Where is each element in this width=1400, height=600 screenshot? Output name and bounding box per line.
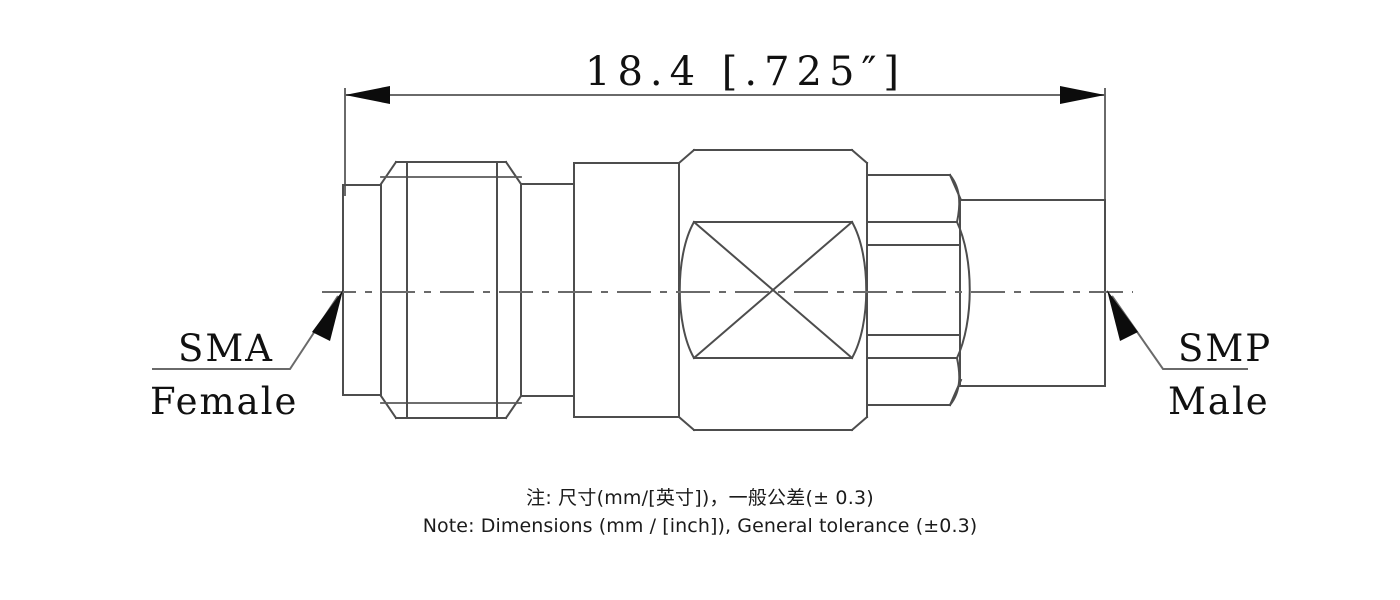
center-hex-bottom-chamfer-left — [677, 415, 696, 432]
smp-shoulder-arc-right — [955, 220, 971, 360]
dimension-arrow-left-icon — [345, 86, 390, 104]
smp-label-line1: SMP — [1178, 327, 1272, 370]
sma-nut-top-chamfer-right — [504, 160, 523, 186]
dimension-label: 18.4 [.725″] — [585, 49, 906, 95]
sma-female-callout: SMA Female — [150, 290, 343, 423]
sma-label-line1: SMA — [178, 327, 274, 370]
sma-nut-bottom-chamfer-right — [504, 394, 523, 420]
sma-leader-arrow-icon — [312, 290, 343, 341]
sma-nut-bottom-chamfer-left — [379, 394, 398, 420]
smp-male-callout: SMP Male — [1107, 290, 1272, 423]
smp-leader-arrow-icon — [1107, 290, 1138, 341]
adapter-body-outline — [342, 148, 1106, 432]
smp-shoulder-outer-arc-top — [948, 173, 961, 224]
center-hex-arc-left — [678, 220, 696, 360]
center-hex-top-chamfer-right — [850, 148, 869, 165]
tolerance-note-english: Note: Dimensions (mm / [inch]), General … — [422, 514, 978, 537]
center-hex-arc-right — [850, 220, 868, 360]
sma-label-line2: Female — [150, 380, 298, 423]
smp-label-line2: Male — [1168, 380, 1270, 423]
smp-shoulder-outer-arc-bottom — [948, 356, 961, 407]
sma-nut-top-chamfer-left — [379, 160, 398, 186]
center-hex-top-chamfer-left — [677, 148, 696, 165]
tolerance-note-block: 注: 尺寸(mm/[英寸])，一般公差(± 0.3) Note: Dimensi… — [0, 485, 1400, 540]
tolerance-note-chinese: 注: 尺寸(mm/[英寸])，一般公差(± 0.3) — [526, 487, 874, 509]
center-hex-bottom-chamfer-right — [850, 415, 869, 432]
center-hex-cross-diagonal-b — [692, 220, 854, 360]
overall-length-dimension: 18.4 [.725″] — [344, 49, 1106, 200]
dimension-arrow-right-icon — [1060, 86, 1105, 104]
